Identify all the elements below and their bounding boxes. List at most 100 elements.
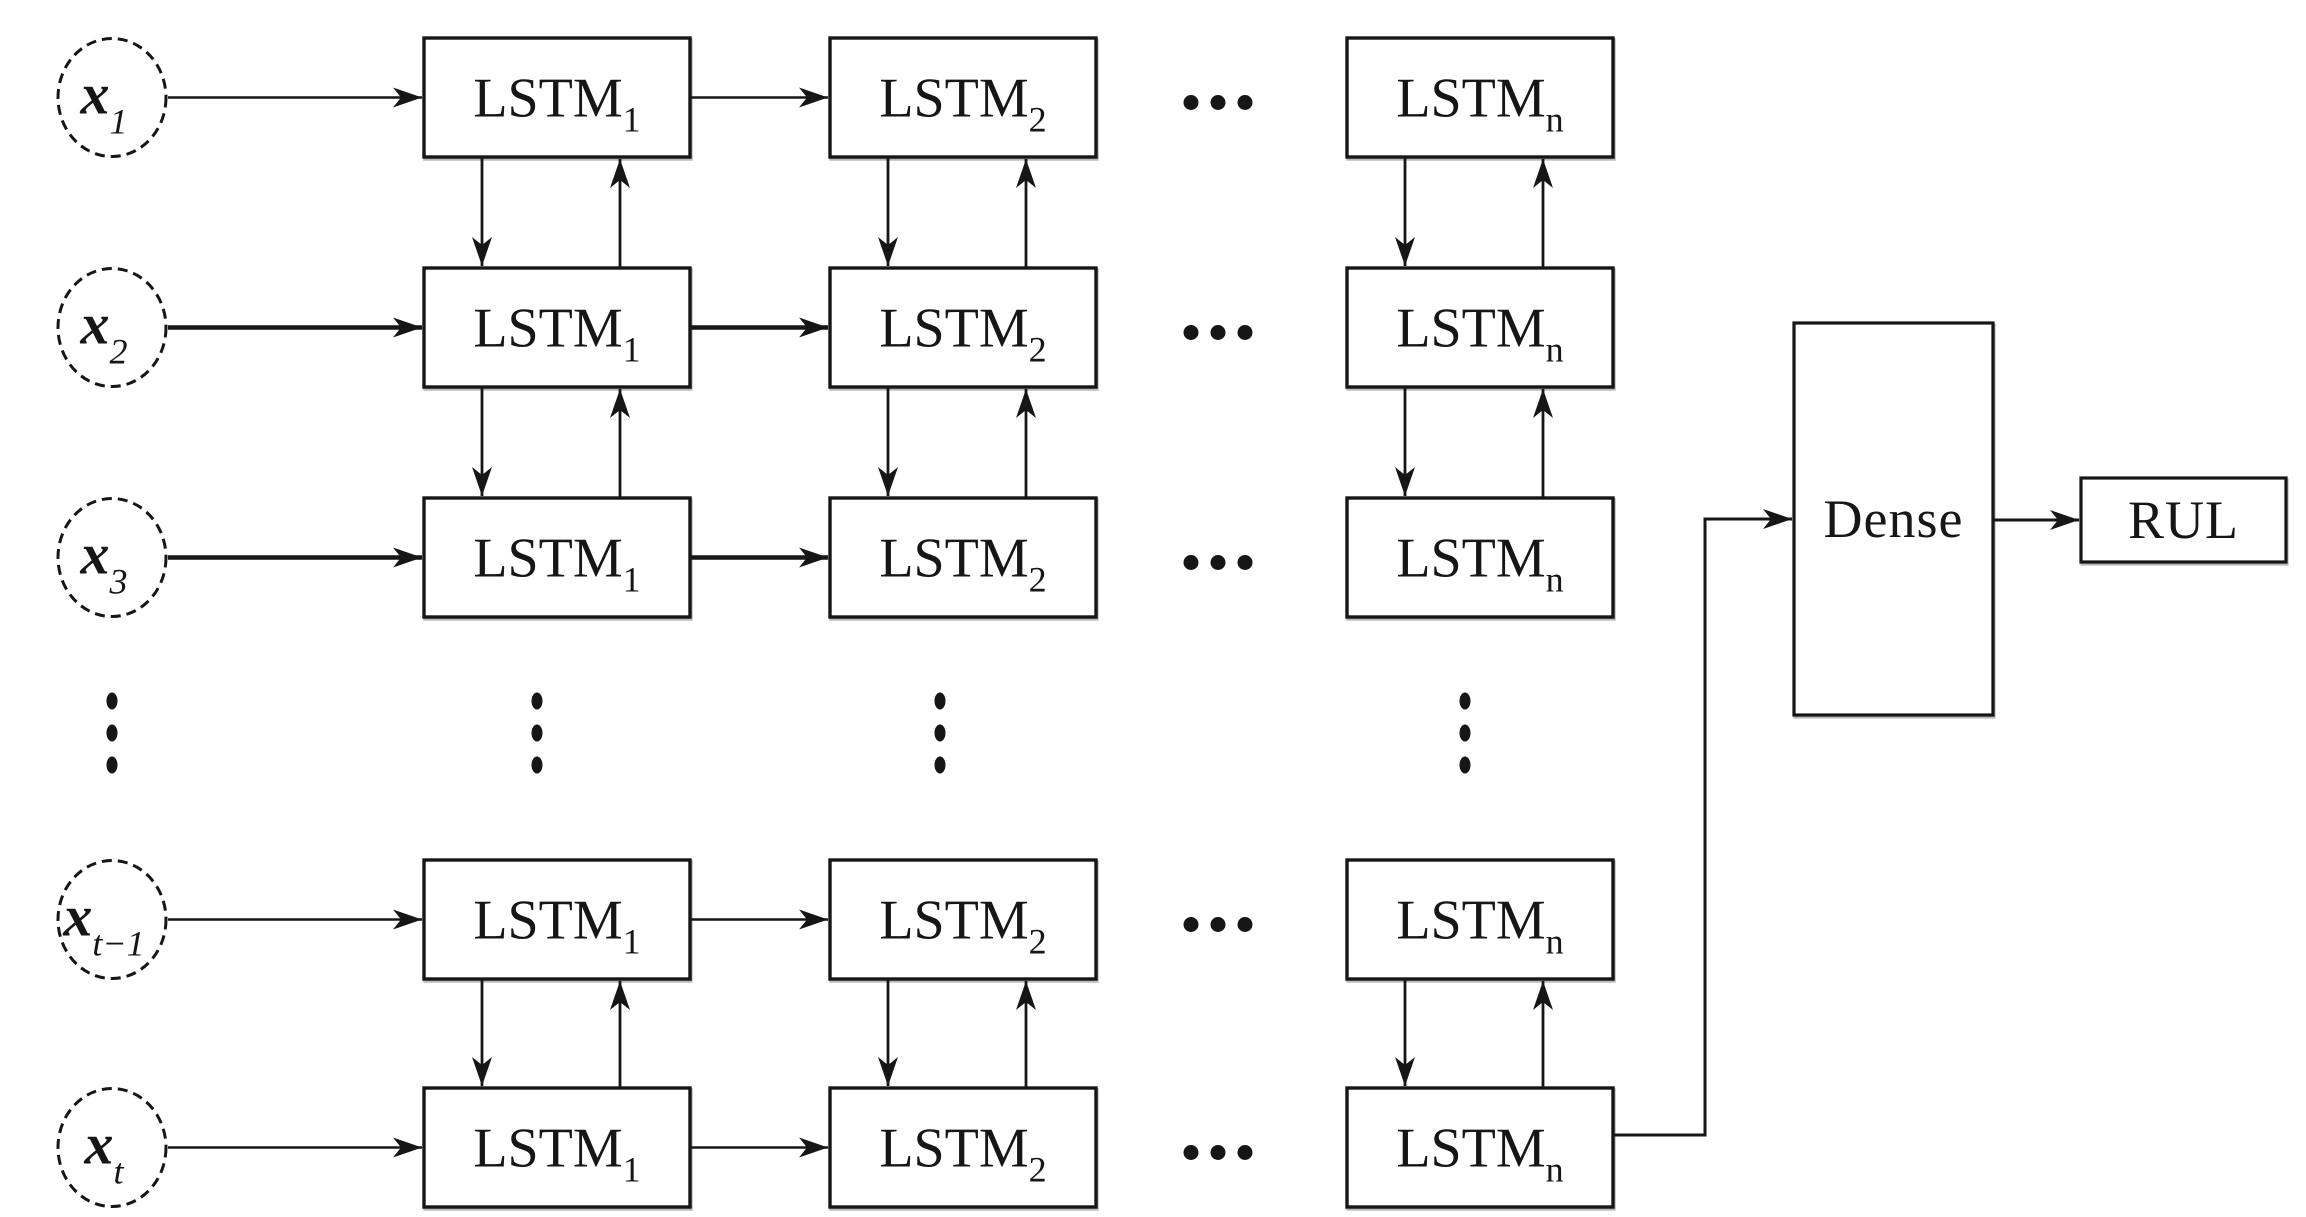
- lstm-label-col1-row4: LSTM1: [473, 890, 640, 962]
- lstm-node-col3-row3: LSTMn: [1345, 496, 1615, 619]
- lstm-rect-col2-row1: [828, 36, 1098, 159]
- ellipsis-dot: [106, 724, 118, 742]
- lstm-node-col1-row1: LSTM1: [422, 36, 692, 159]
- ellipsis-dot: [934, 756, 946, 774]
- lstm-label-col3-row1: LSTMn: [1396, 68, 1563, 140]
- rul-label: RUL: [2128, 490, 2239, 550]
- rul-rect: [2079, 476, 2288, 564]
- lstm-rect-col2-row3: [828, 496, 1098, 619]
- ellipsis-dot: [1210, 555, 1226, 570]
- ellipsis-dot: [1459, 692, 1471, 710]
- ellipsis-dot: [1183, 325, 1199, 340]
- lstm-rect-col3-row4: [1345, 858, 1615, 981]
- lstm-label-col1-row3: LSTM1: [473, 528, 640, 600]
- lstm-label-col3-row5: LSTMn: [1396, 1118, 1563, 1190]
- ellipsis-vertical-col2: [531, 692, 543, 774]
- ellipsis-horizontal-row2: [1183, 325, 1253, 340]
- lstm-rect-col2-row5: [828, 1086, 1098, 1209]
- rul-node: RUL: [2079, 476, 2288, 564]
- lstm-rect-col1-row2: [422, 266, 692, 389]
- input-node-x-t-minus-1: xt−1: [56, 859, 168, 980]
- input-circle-x3: [56, 497, 168, 618]
- ellipsis-vertical-col3: [934, 692, 946, 774]
- lstm-label-col1-row5: LSTM1: [473, 1118, 640, 1190]
- ellipsis-dot: [1183, 555, 1199, 570]
- ellipsis-dot: [1210, 917, 1226, 932]
- lstm-node-col2-row1: LSTM2: [828, 36, 1098, 159]
- lstm-node-col3-row1: LSTMn: [1345, 36, 1615, 159]
- ellipsis-dot: [1183, 917, 1199, 932]
- ellipsis-dot: [934, 724, 946, 742]
- lstm-node-col3-row2: LSTMn: [1345, 266, 1615, 389]
- input-label-x3: x3: [80, 522, 128, 602]
- input-label-x-t: xt: [83, 1112, 124, 1192]
- lstm-rect-col3-row3: [1345, 496, 1615, 619]
- input-label-x-t-minus-1: xt−1: [62, 884, 144, 964]
- lstm-node-col2-row2: LSTM2: [828, 266, 1098, 389]
- lstm-label-col1-row1: LSTM1: [473, 68, 640, 140]
- ellipsis-dot: [1210, 95, 1226, 110]
- lstm-rect-col2-row4: [828, 858, 1098, 981]
- lstm-node-col3-row4: LSTMn: [1345, 858, 1615, 981]
- input-label-x2: x2: [80, 292, 128, 372]
- ellipsis-dot: [1459, 724, 1471, 742]
- input-label-x1: x1: [80, 62, 128, 142]
- ellipsis-dot: [531, 724, 543, 742]
- ellipsis-vertical-col4: [1459, 692, 1471, 774]
- ellipsis-dot: [1183, 95, 1199, 110]
- ellipsis-dot: [1237, 325, 1253, 340]
- ellipsis-vertical-col1: [106, 692, 118, 774]
- lstm-rect-col2-row2: [828, 266, 1098, 389]
- lstm-rect-col3-row2: [1345, 266, 1615, 389]
- ellipsis-dot: [1459, 756, 1471, 774]
- ellipsis-dot: [1210, 1145, 1226, 1160]
- lstm-label-col2-row4: LSTM2: [879, 890, 1046, 962]
- ellipsis-dot: [1237, 917, 1253, 932]
- lstm-node-col2-row3: LSTM2: [828, 496, 1098, 619]
- lstm-node-col1-row4: LSTM1: [422, 858, 692, 981]
- lstm-label-col3-row3: LSTMn: [1396, 528, 1563, 600]
- ellipsis-dot: [106, 756, 118, 774]
- lstm-node-col1-row5: LSTM1: [422, 1086, 692, 1209]
- lstm-label-col2-row5: LSTM2: [879, 1118, 1046, 1190]
- dense-node: Dense: [1792, 321, 1995, 717]
- lstm-rect-col1-row1: [422, 36, 692, 159]
- lstm-rect-col3-row5: [1345, 1086, 1615, 1209]
- input-circle-x-t: [56, 1087, 168, 1208]
- lstm-label-col3-row4: LSTMn: [1396, 890, 1563, 962]
- lstm-label-col2-row2: LSTM2: [879, 298, 1046, 370]
- ellipsis-dot: [1237, 95, 1253, 110]
- input-node-x2: x2: [56, 267, 168, 388]
- ellipsis-dot: [1237, 555, 1253, 570]
- ellipsis-horizontal-row5: [1183, 1145, 1253, 1160]
- lstm-label-col1-row2: LSTM1: [473, 298, 640, 370]
- connector-lstmn-to-dense: [1613, 509, 1792, 1137]
- ellipsis-dot: [934, 692, 946, 710]
- lstm-node-col2-row4: LSTM2: [828, 858, 1098, 981]
- ellipsis-dot: [1237, 1145, 1253, 1160]
- ellipsis-horizontal-row3: [1183, 555, 1253, 570]
- ellipsis-horizontal-row1: [1183, 95, 1253, 110]
- ellipsis-dot: [531, 756, 543, 774]
- lstm-label-col3-row2: LSTMn: [1396, 298, 1563, 370]
- dense-label: Dense: [1824, 489, 1964, 549]
- lstm-node-col3-row5: LSTMn: [1345, 1086, 1615, 1209]
- lstm-node-col1-row3: LSTM1: [422, 496, 692, 619]
- input-node-x-t: xt: [56, 1087, 168, 1208]
- ellipsis-horizontal-row4: [1183, 917, 1253, 932]
- ellipsis-dot: [106, 692, 118, 710]
- lstm-node-col1-row2: LSTM1: [422, 266, 692, 389]
- lstm-rect-col3-row1: [1345, 36, 1615, 159]
- lstm-rect-col1-row5: [422, 1086, 692, 1209]
- input-node-x1: x1: [56, 37, 168, 158]
- input-node-x3: x3: [56, 497, 168, 618]
- input-circle-x2: [56, 267, 168, 388]
- ellipsis-dot: [531, 692, 543, 710]
- input-circle-x1: [56, 37, 168, 158]
- lstm-label-col2-row1: LSTM2: [879, 68, 1046, 140]
- lstm-rect-col1-row3: [422, 496, 692, 619]
- ellipsis-dot: [1183, 1145, 1199, 1160]
- ellipsis-dot: [1210, 325, 1226, 340]
